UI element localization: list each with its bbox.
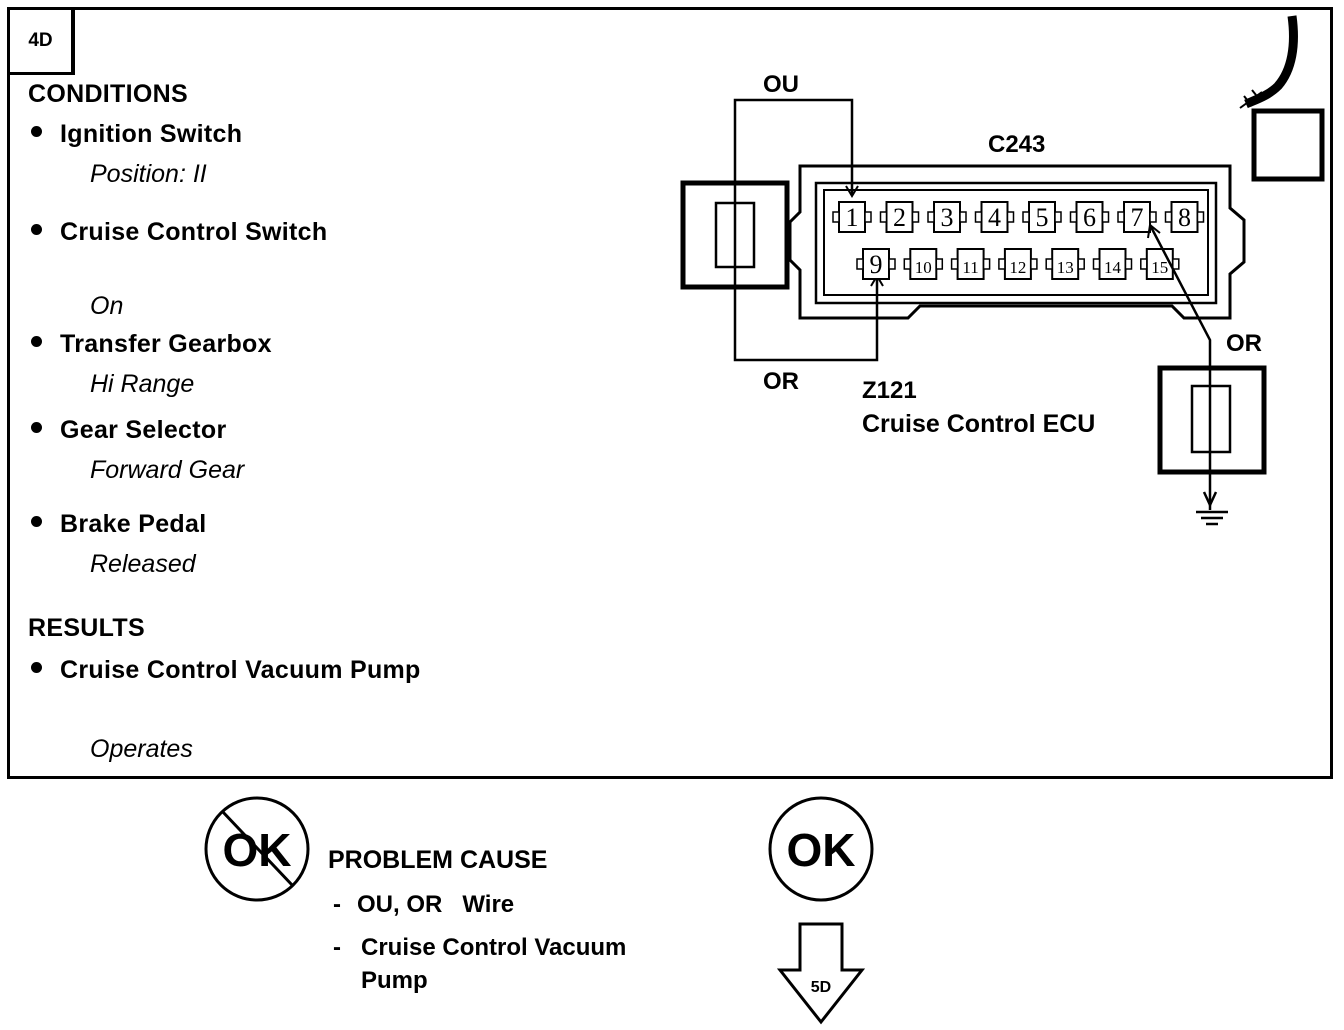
condition-label: Gear Selector <box>60 416 227 444</box>
pin-number: 2 <box>893 203 906 232</box>
pin-number: 11 <box>962 258 978 277</box>
pin-number: 5 <box>1036 203 1049 232</box>
next-step-arrow[interactable]: 5D <box>776 922 866 1025</box>
condition-label: Cruise Control Switch <box>60 218 328 246</box>
bullet-icon <box>31 335 42 347</box>
step-number: 4D <box>7 7 75 75</box>
cable-icon <box>1239 15 1325 182</box>
pin-6: 6 <box>1069 201 1110 233</box>
pin-12: 12 <box>998 248 1038 280</box>
pin-number: 1 <box>846 203 859 232</box>
wire-or-ground <box>1147 223 1212 510</box>
dash-icon: - <box>333 934 341 961</box>
pin-number: 4 <box>988 203 1001 232</box>
problem-cause-item: -Cruise Control Vacuum Pump <box>333 931 693 997</box>
condition-item: Transfer Gearbox <box>31 330 272 359</box>
result-label: Cruise Control Vacuum Pump <box>60 656 421 684</box>
pin-15: 15 <box>1140 248 1180 280</box>
condition-item: Brake Pedal <box>31 510 206 539</box>
next-step-label: 5D <box>811 979 831 996</box>
pin-4: 4 <box>974 201 1015 233</box>
pin-11: 11 <box>950 248 991 280</box>
ground-symbol-icon <box>1196 491 1228 526</box>
pin-number: 13 <box>1057 258 1074 277</box>
result-item: Cruise Control Vacuum Pump <box>31 656 421 685</box>
not-ok-icon: OK <box>204 796 310 902</box>
pin-5: 5 <box>1022 201 1062 233</box>
pin-number: 8 <box>1178 203 1191 232</box>
pin-number: 6 <box>1083 203 1096 232</box>
component-name: Cruise Control ECU <box>862 410 1095 438</box>
condition-value: On <box>90 292 124 320</box>
pin-number: 10 <box>915 258 932 277</box>
bullet-icon <box>31 125 42 137</box>
condition-item: Gear Selector <box>31 416 227 445</box>
wire-label-or-right: OR <box>1226 330 1262 357</box>
condition-item: Ignition Switch <box>31 120 242 149</box>
problem-cause-item: -OU, OR Wire <box>333 888 514 921</box>
ok-icon: OK <box>768 796 874 902</box>
condition-label: Transfer Gearbox <box>60 330 272 358</box>
pin-13: 13 <box>1045 248 1085 280</box>
pin-number: 3 <box>941 203 954 232</box>
result-value: Operates <box>90 735 193 763</box>
dash-icon: - <box>333 891 341 918</box>
bullet-icon <box>31 421 42 433</box>
pin-10: 10 <box>903 248 944 280</box>
conditions-heading: CONDITIONS <box>28 80 188 108</box>
pin-number: 12 <box>1009 258 1026 277</box>
bullet-icon <box>31 661 42 673</box>
pin-3: 3 <box>927 201 967 233</box>
condition-value: Hi Range <box>90 370 195 398</box>
pin-number: 14 <box>1104 258 1122 277</box>
condition-value: Released <box>90 550 196 578</box>
results-heading: RESULTS <box>28 614 145 642</box>
condition-value: Position: II <box>90 160 207 188</box>
condition-value: Forward Gear <box>90 456 245 484</box>
wire-label-or-left: OR <box>763 368 799 395</box>
test-step-panel <box>7 7 1333 779</box>
problem-cause-heading: PROBLEM CAUSE <box>328 846 548 874</box>
condition-label: Brake Pedal <box>60 510 207 538</box>
pin-9: 9 <box>856 248 896 280</box>
component-code: Z121 <box>862 377 917 404</box>
pin-1: 1 <box>832 201 872 233</box>
connector-label: C243 <box>988 131 1045 158</box>
ok-label: OK <box>787 824 856 876</box>
pin-2: 2 <box>879 201 920 233</box>
connector-c243 <box>788 164 1246 320</box>
pin-number: 9 <box>870 250 883 279</box>
condition-label: Ignition Switch <box>60 120 243 148</box>
pin-14: 14 <box>1092 248 1133 280</box>
bullet-icon <box>31 223 42 235</box>
bullet-icon <box>31 515 42 527</box>
condition-item: Cruise Control Switch <box>31 218 327 247</box>
pin-7: 7 <box>1117 201 1157 233</box>
pin-number: 15 <box>1151 258 1168 277</box>
pin-number: 7 <box>1131 203 1144 232</box>
ground-box <box>1157 365 1267 475</box>
wire-label-ou: OU <box>763 71 799 98</box>
pin-8: 8 <box>1164 201 1205 233</box>
